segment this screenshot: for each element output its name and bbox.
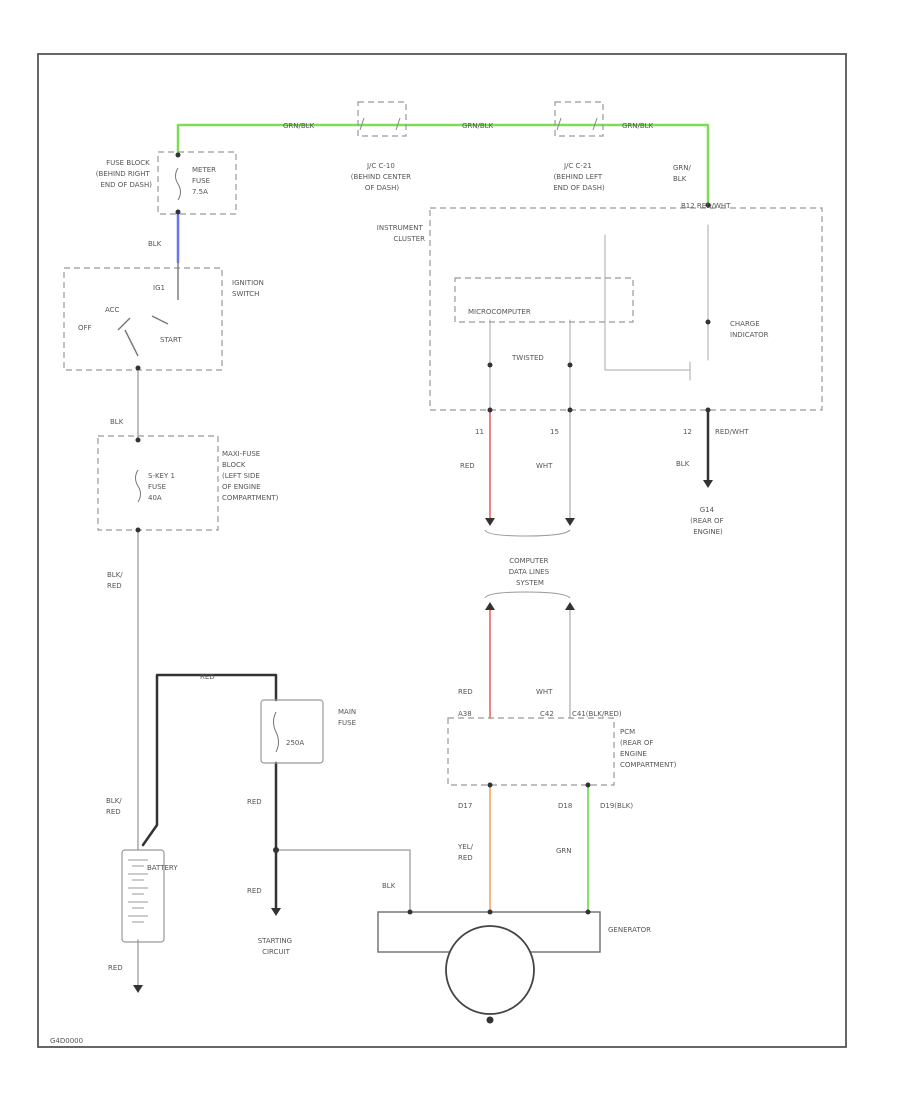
top-wire-label-2: GRN/BLK <box>462 122 494 130</box>
fuse-block-location: FUSE BLOCK (BEHIND RIGHT END OF DASH) <box>96 159 153 189</box>
cluster-pin-top: B12 RED/WHT <box>681 202 731 210</box>
ignition-pos-ig1: IG1 <box>153 284 165 292</box>
terminals <box>135 152 711 1024</box>
battery-wire-bottom: RED <box>108 964 123 972</box>
ignition-pos-acc: ACC <box>105 306 120 314</box>
battery-name: BATTERY <box>147 864 178 872</box>
jc-left-label: J/C C-21 (BEHIND LEFT END OF DASH) <box>553 162 605 192</box>
main-fuse-symbol-icon <box>273 711 279 753</box>
ignition-name: IGNITION SWITCH <box>232 279 266 298</box>
microcomputer-label: MICROCOMPUTER <box>468 308 531 316</box>
ground-wire-label: BLK <box>676 460 690 468</box>
pcm-wire-e: GRN <box>556 847 572 855</box>
pcm-pin-b: C42 <box>540 710 554 718</box>
cluster-pin-a: 11 <box>475 428 484 436</box>
ignition-pos-start: START <box>160 336 182 344</box>
maxi-fuse-box <box>97 435 219 531</box>
cluster-name: INSTRUMENT CLUSTER <box>377 224 425 243</box>
meter-fuse-symbol-icon <box>175 167 181 201</box>
computer-data-lines-label: COMPUTER DATA LINES SYSTEM <box>509 557 552 587</box>
starting-circuit-label: STARTING CIRCUIT <box>258 937 295 956</box>
ignition-box <box>63 267 223 371</box>
pcm-pin-e: D18 <box>558 802 572 810</box>
maxi-wire-label: BLK <box>110 418 124 426</box>
pcm-pin-d: D17 <box>458 802 472 810</box>
top-wire-label-1: GRN/BLK <box>283 122 315 130</box>
micro-box <box>454 277 634 323</box>
main-fuse-wire-low: RED <box>247 887 262 895</box>
battery-wire-top: BLK/ RED <box>106 797 124 816</box>
pcm-pin-c: C41(BLK/RED) <box>572 710 622 718</box>
pcm-wire-d: YEL/ RED <box>457 843 475 862</box>
pcm-wire-b: WHT <box>536 688 553 696</box>
battery-cells-icon <box>128 859 148 923</box>
maxi-fuse-location: MAXI-FUSE BLOCK (LEFT SIDE OF ENGINE COM… <box>222 450 279 502</box>
pcm-pin-f: D19(BLK) <box>600 802 633 810</box>
cluster-wire-b: WHT <box>536 462 553 470</box>
connector-break-icons <box>359 117 598 131</box>
cluster-pin-c: 12 <box>683 428 692 436</box>
cluster-pin-b: 15 <box>550 428 559 436</box>
diagram-frame <box>37 53 847 1048</box>
main-fuse-wire-top: RED <box>200 673 215 681</box>
maxi-fuse-symbol-icon <box>135 469 141 503</box>
pcm-wire-a: RED <box>458 688 473 696</box>
wire-branch-to-generator <box>275 849 411 913</box>
main-fuse-name: MAIN FUSE <box>338 708 358 727</box>
jc-center-label: J/C C-10 (BEHIND CENTER OF DASH) <box>351 162 413 192</box>
cluster-wire-a: RED <box>460 462 475 470</box>
jc-left-box <box>554 101 604 137</box>
charge-indicator-label: CHARGE INDICATOR <box>730 320 769 339</box>
battery-body <box>121 849 165 943</box>
lower-wire-label: BLK/ RED <box>107 571 125 590</box>
jc-center-box <box>357 101 407 137</box>
cluster-box <box>429 207 823 411</box>
ignition-wire-label: BLK <box>148 240 162 248</box>
main-fuse-rating: 250A <box>286 739 304 747</box>
arrow-terminals <box>133 480 713 993</box>
top-wire-label-3: GRN/BLK <box>622 122 654 130</box>
ground-name: G14 (REAR OF ENGINE) <box>690 506 726 536</box>
generator-wire-label: BLK <box>382 882 396 890</box>
wire-cluster-inner-c <box>604 234 691 371</box>
generator-rotor <box>445 925 535 1015</box>
twisted-label: TWISTED <box>511 354 544 362</box>
wire-top-green-bus <box>176 123 710 207</box>
pcm-name: PCM (REAR OF ENGINE COMPARTMENT) <box>620 728 677 769</box>
ignition-pos-off: OFF <box>78 324 92 332</box>
main-fuse-box <box>260 699 324 764</box>
pcm-pin-a: A38 <box>458 710 472 718</box>
meter-fuse-label: METER FUSE 7.5A <box>192 166 218 196</box>
diagram-id: G4D0000 <box>50 1037 83 1045</box>
computer-bracket <box>484 529 571 599</box>
pcm-box <box>447 717 615 786</box>
ignition-switch-contacts-icon <box>117 262 179 357</box>
cluster-wire-c: RED/WHT <box>715 428 749 436</box>
maxi-fuse-label: S-KEY 1 FUSE 40A <box>148 472 177 502</box>
generator-name: GENERATOR <box>608 926 651 934</box>
main-fuse-wire-mid: RED <box>247 798 262 806</box>
cluster-top-wire: GRN/ BLK <box>673 164 693 183</box>
wire-battery-to-main-fuse <box>141 673 278 847</box>
